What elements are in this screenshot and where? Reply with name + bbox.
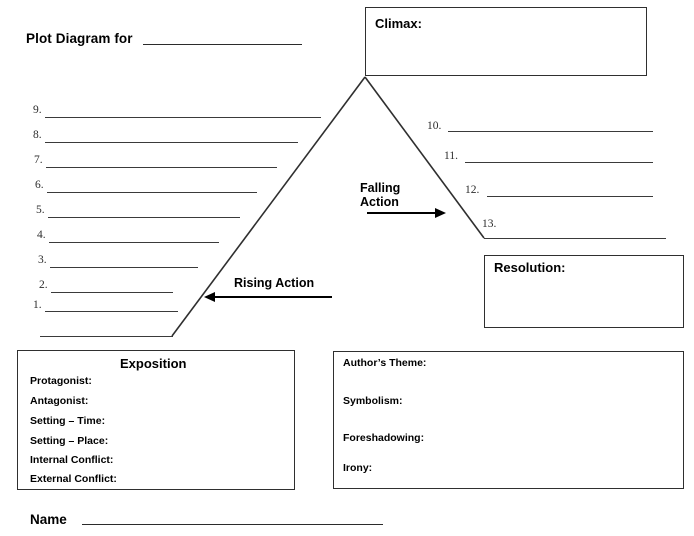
rising-action-arrow-head: [204, 292, 215, 302]
rising-item-number-8: 8.: [33, 129, 42, 141]
rising-item-number-2: 2.: [39, 279, 48, 291]
falling-action-diagonal: [364, 76, 485, 239]
falling-item-number-10: 10.: [427, 120, 442, 132]
rising-item-line-7[interactable]: [46, 167, 277, 168]
rising-item-line-6[interactable]: [47, 192, 257, 193]
rising-item-number-7: 7.: [34, 154, 43, 166]
exposition-field-protagonist: Protagonist:: [30, 375, 92, 387]
resolution-box[interactable]: [484, 255, 684, 328]
rising-item-number-6: 6.: [35, 179, 44, 191]
falling-action-label-line1: Falling: [360, 181, 401, 195]
name-blank-line[interactable]: [82, 524, 383, 525]
exposition-field-external-conflict: External Conflict:: [30, 473, 117, 485]
rising-item-line-2[interactable]: [51, 292, 173, 293]
rising-item-line-5[interactable]: [48, 217, 240, 218]
climax-box[interactable]: [365, 7, 647, 76]
exposition-field-internal-conflict: Internal Conflict:: [30, 454, 114, 466]
falling-item-line-12[interactable]: [487, 196, 653, 197]
falling-item-line-13[interactable]: [484, 238, 666, 239]
rising-action-label: Rising Action: [234, 276, 315, 290]
rising-item-line-4[interactable]: [49, 242, 219, 243]
rising-item-number-4: 4.: [37, 229, 46, 241]
title-blank-line[interactable]: [143, 44, 302, 45]
analysis-field-foreshadowing: Foreshadowing:: [343, 432, 425, 444]
rising-item-line-9[interactable]: [45, 117, 321, 118]
falling-item-number-12: 12.: [465, 184, 480, 196]
page-title: Plot Diagram for: [26, 31, 133, 46]
rising-item-number-5: 5.: [36, 204, 45, 216]
exposition-box[interactable]: [17, 350, 295, 490]
rising-item-line-8[interactable]: [45, 142, 298, 143]
rising-item-line-1[interactable]: [45, 311, 178, 312]
exposition-field-antagonist: Antagonist:: [30, 395, 89, 407]
rising-action-diagonal: [171, 76, 366, 337]
falling-item-number-13: 13.: [482, 218, 497, 230]
analysis-field-irony: Irony:: [343, 462, 373, 474]
analysis-field-authors-theme: Author’s Theme:: [343, 357, 427, 369]
rising-item-line-3[interactable]: [50, 267, 198, 268]
resolution-label: Resolution:: [494, 260, 566, 275]
rising-item-number-9: 9.: [33, 104, 42, 116]
falling-action-label-line2: Action: [360, 195, 399, 209]
falling-item-line-10[interactable]: [448, 131, 653, 132]
falling-item-line-11[interactable]: [465, 162, 653, 163]
exposition-heading: Exposition: [120, 356, 187, 371]
analysis-field-symbolism: Symbolism:: [343, 395, 403, 407]
exposition-field-setting-place: Setting – Place:: [30, 435, 109, 447]
rising-item-number-3: 3.: [38, 254, 47, 266]
falling-action-arrow-head: [435, 208, 446, 218]
falling-item-number-11: 11.: [444, 150, 458, 162]
rising-item-number-1: 1.: [33, 299, 42, 311]
name-label: Name: [30, 512, 67, 527]
analysis-box[interactable]: [333, 351, 684, 489]
climax-label: Climax:: [375, 16, 422, 31]
exposition-field-setting-time: Setting – Time:: [30, 415, 106, 427]
rising-item-line-base[interactable]: [40, 336, 173, 337]
